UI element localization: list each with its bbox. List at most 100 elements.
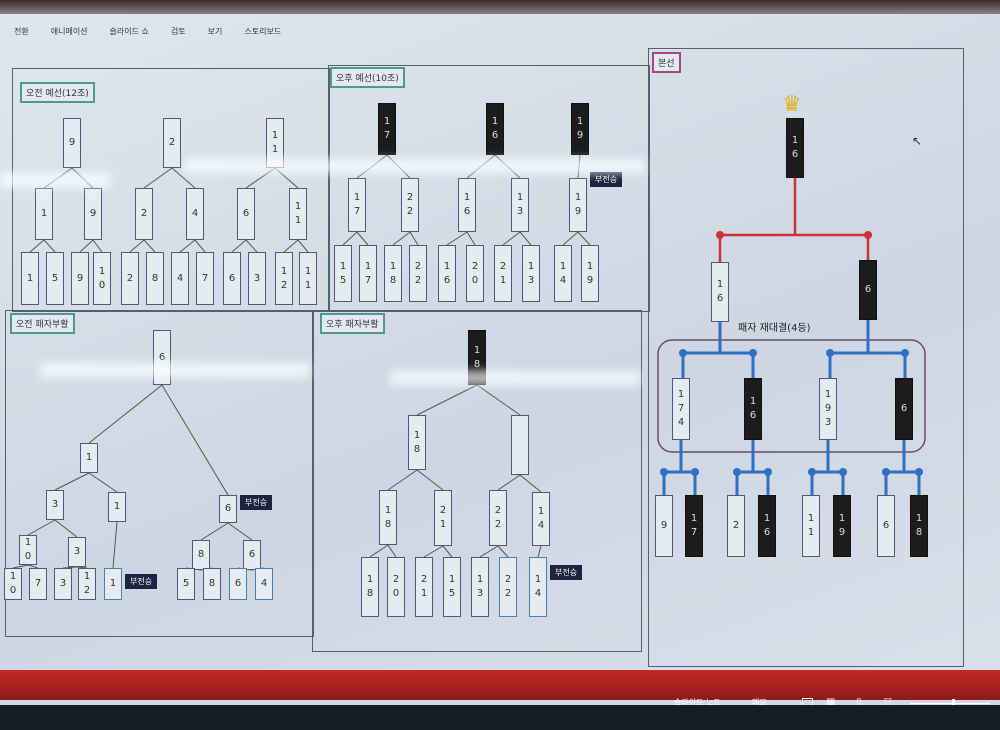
connector-line	[387, 544, 397, 558]
connector-line	[112, 521, 118, 569]
bracket-node: 11	[289, 188, 307, 240]
connector-line	[43, 239, 56, 253]
node-value: 19	[838, 513, 846, 538]
bracket-node: 174	[672, 378, 690, 440]
bracket-node: 18	[361, 557, 379, 617]
node-value: 14	[559, 260, 567, 286]
connector-line	[369, 544, 389, 558]
node-value: 1	[26, 272, 34, 284]
bracket-node: 16	[438, 245, 456, 302]
bracket-node: 22	[409, 245, 427, 302]
node-value: 8	[208, 578, 216, 589]
bracket-node: 2	[121, 252, 139, 305]
node-value: 1	[85, 452, 93, 463]
node-value: 8	[197, 549, 205, 560]
node-value: 2	[732, 520, 740, 531]
winner-node: 16	[486, 103, 504, 155]
finals-panel	[648, 48, 964, 667]
bracket-node: 20	[466, 245, 484, 302]
node-value: 18	[915, 513, 923, 538]
rematch-group-frame	[657, 339, 926, 453]
bracket-node: 18	[408, 415, 426, 470]
bracket-node: 16	[711, 262, 729, 322]
node-value: 3	[73, 546, 81, 557]
connector-line	[12, 564, 29, 569]
bracket-node: 18	[379, 490, 397, 545]
connector-line	[562, 231, 579, 246]
comments-button[interactable]: 메모	[752, 698, 767, 707]
connector-line	[161, 384, 229, 496]
bracket-node: 13	[471, 557, 489, 617]
bracket-node: 22	[401, 178, 419, 232]
bracket-node: 3	[46, 490, 64, 520]
node-value: 19	[574, 192, 582, 217]
node-value: 19	[576, 116, 584, 141]
slide-notes-button[interactable]: 슬라이드 노트	[674, 698, 721, 707]
node-value: 16	[791, 135, 799, 160]
bracket-node: 7	[196, 252, 214, 305]
menu-item[interactable]: 검토	[170, 27, 186, 36]
winner-node: 18	[910, 495, 928, 557]
bracket-node: 2	[163, 118, 181, 168]
node-value: 21	[499, 260, 507, 286]
connector-line	[231, 239, 247, 253]
menu-item[interactable]: 보기	[207, 27, 223, 36]
node-value: 9	[76, 272, 84, 284]
bracket-node: 11	[802, 495, 820, 557]
connector-line	[356, 231, 369, 246]
connector-line	[88, 384, 163, 444]
connector-line	[227, 522, 253, 541]
connector-line	[466, 231, 476, 246]
bracket-node	[511, 415, 529, 475]
menu-item[interactable]: 스토리보드	[244, 27, 282, 36]
node-value: 6	[900, 403, 908, 414]
winner-node: 16	[786, 118, 804, 178]
winner-node: 16	[744, 378, 762, 440]
node-value: 16	[463, 192, 471, 217]
bracket-node: 14	[554, 245, 572, 302]
connector-line	[76, 566, 88, 569]
node-value: 4	[260, 578, 268, 589]
connector-line	[171, 167, 196, 189]
connector-line	[54, 472, 90, 491]
menu-item[interactable]: 슬라이드 쇼	[109, 27, 149, 36]
node-value: 9	[660, 520, 668, 531]
bracket-node: 4	[186, 188, 204, 240]
slide-sorter-icon[interactable]: ▦	[826, 697, 836, 708]
bracket-node: 8	[192, 540, 210, 570]
connector-line	[519, 474, 542, 493]
bracket-node: 14	[529, 557, 547, 617]
bracket-node: 11	[266, 118, 284, 168]
bye-badge: 부전승	[240, 495, 273, 510]
menu-item[interactable]: 전환	[14, 27, 29, 36]
finals-title: 본선	[652, 52, 681, 73]
node-value: 18	[366, 574, 374, 599]
menu-item[interactable]: 애니메이션	[50, 27, 88, 36]
glare	[0, 172, 110, 188]
rematch-label: 패자 재대결(4등)	[738, 323, 811, 334]
connector-line	[245, 239, 258, 253]
bracket-node: 14	[532, 492, 550, 546]
winner-node: 6	[859, 260, 877, 320]
bracket-node: 6	[229, 568, 247, 600]
bracket-node: 1	[108, 492, 126, 522]
node-value: 11	[304, 265, 312, 291]
node-value: 5	[182, 578, 190, 589]
node-value: 3	[59, 578, 67, 589]
bracket-node: 12	[275, 252, 293, 305]
am-prelim-panel	[12, 68, 330, 312]
bracket-node: 17	[359, 245, 377, 302]
connector-line	[409, 231, 419, 246]
connector-line	[88, 472, 118, 493]
bracket-node: 19	[581, 245, 599, 302]
node-value: 17	[690, 513, 698, 538]
junction-dot	[716, 231, 724, 239]
bracket-node: 5	[46, 252, 64, 305]
zoom-slider[interactable]	[910, 699, 990, 708]
slideshow-icon[interactable]: ▽	[884, 697, 892, 708]
bracket-node: 1	[21, 252, 39, 305]
connector-line	[416, 384, 478, 416]
bracket-node: 20	[387, 557, 405, 617]
connector-line	[29, 239, 45, 253]
reading-view-icon[interactable]: ▯	[856, 697, 862, 708]
